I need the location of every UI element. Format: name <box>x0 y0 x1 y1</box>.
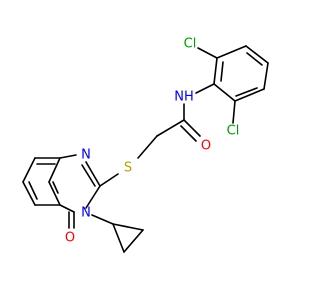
bond <box>91 214 114 225</box>
bond <box>216 45 247 59</box>
bond <box>234 88 265 102</box>
atom-o-ring: O <box>65 231 75 246</box>
bond <box>213 57 218 85</box>
molecule-canvas: Cl Cl NH O S N N O <box>22 37 269 253</box>
bond <box>245 45 269 64</box>
bond-c-cl-top <box>197 47 218 59</box>
bond-c-cl-bottom <box>232 100 236 124</box>
bond <box>52 181 59 194</box>
bond <box>123 229 144 253</box>
bond-c-o-double-2 <box>180 125 197 142</box>
atom-cl-bottom: Cl <box>227 124 240 139</box>
bond-c-ch2 <box>156 119 185 137</box>
bond-c-o-double <box>183 119 201 137</box>
bond <box>22 157 36 183</box>
bond <box>81 164 96 187</box>
bond <box>112 223 125 253</box>
benzo-ring <box>22 157 61 206</box>
bond <box>213 83 236 102</box>
molecule-structure: Cl Cl NH O S N N O <box>22 37 269 253</box>
pyrimidinone-ring <box>48 154 101 213</box>
bond <box>59 154 77 159</box>
atom-o-amide: O <box>201 139 211 154</box>
bond <box>85 161 101 187</box>
atom-s: S <box>124 161 132 176</box>
bond <box>85 185 101 209</box>
bond-ring-nh <box>195 83 215 94</box>
atom-n1: N <box>81 148 91 163</box>
bond <box>235 87 258 97</box>
bond <box>48 181 61 206</box>
bond <box>112 223 144 231</box>
atom-nh: NH <box>174 90 194 105</box>
atom-n3: N <box>81 206 91 221</box>
cyclopropyl-group <box>91 214 144 253</box>
dichlorophenyl-ring <box>213 45 269 102</box>
bond <box>22 181 36 206</box>
bond-s-c2 <box>99 173 119 187</box>
bond <box>246 52 263 66</box>
bond-ch2-s <box>137 135 158 159</box>
bond <box>220 61 224 82</box>
atom-cl-top: Cl <box>184 37 197 52</box>
bond <box>263 62 269 90</box>
bond <box>59 204 75 213</box>
bond <box>48 157 61 183</box>
bond <box>28 181 38 200</box>
